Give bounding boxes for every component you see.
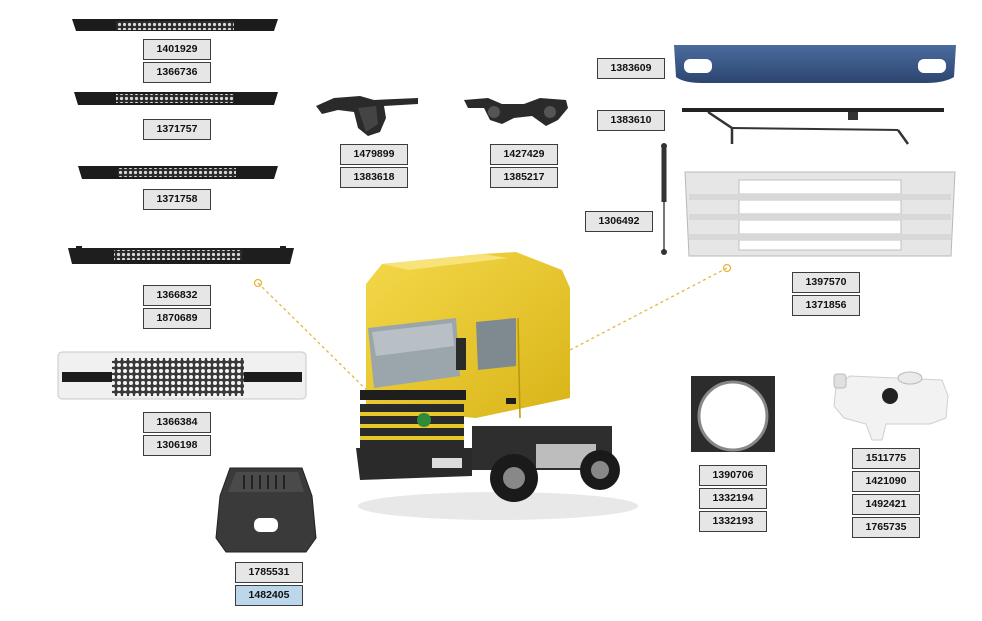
part-number: 1332194	[699, 488, 767, 509]
grille-strip-image	[78, 166, 278, 179]
part-number: 1383609	[597, 58, 665, 79]
hinge-bar-image	[682, 108, 944, 145]
part-number: 1371856	[792, 295, 860, 316]
part-number: 1332193	[699, 511, 767, 532]
part-number: 1765735	[852, 517, 920, 538]
part-number: 1306198	[143, 435, 211, 456]
part-codes: 1306492	[585, 211, 653, 232]
part-codes: 1401929 1366736	[143, 39, 211, 83]
part-number: 1397570	[792, 272, 860, 293]
part-codes: 1511775 1421090 1492421 1765735	[852, 448, 920, 538]
grille-strip-image	[72, 19, 278, 31]
gas-spring-image	[661, 143, 667, 255]
part-codes: 1427429 1385217	[490, 144, 558, 188]
part-number: 1870689	[143, 308, 211, 329]
part-number: 1366736	[143, 62, 211, 83]
grille-strip-image	[74, 92, 278, 105]
part-number: 1785531	[235, 562, 303, 583]
part-codes: 1366384 1306198	[143, 412, 211, 456]
bumper-grille-image	[57, 351, 307, 400]
sun-visor-image	[674, 45, 956, 83]
part-number: 1385217	[490, 167, 558, 188]
part-codes: 1390706 1332194 1332193	[699, 465, 767, 532]
headlamp-bracket-image	[464, 98, 568, 126]
part-codes: 1397570 1371856	[792, 272, 860, 316]
part-number: 1306492	[585, 211, 653, 232]
part-number: 1383618	[340, 167, 408, 188]
part-number: 1421090	[852, 471, 920, 492]
part-number: 1366384	[143, 412, 211, 433]
step-cover-image	[215, 467, 317, 553]
part-codes: 1479899 1383618	[340, 144, 408, 188]
part-number: 1492421	[852, 494, 920, 515]
part-number: 1482405	[235, 585, 303, 606]
part-codes: 1366832 1870689	[143, 285, 211, 329]
part-codes: 1371758	[143, 189, 211, 210]
part-codes: 1383610	[597, 110, 665, 131]
expansion-tank-image	[833, 371, 949, 441]
fan-shroud-image	[691, 376, 775, 452]
part-number: 1511775	[852, 448, 920, 469]
headlamp-bracket-image	[316, 96, 418, 136]
part-number: 1366832	[143, 285, 211, 306]
part-number: 1427429	[490, 144, 558, 165]
front-grille-image	[684, 171, 956, 257]
part-number: 1401929	[143, 39, 211, 60]
part-codes: 1785531 1482405	[235, 562, 303, 606]
part-number: 1371757	[143, 119, 211, 140]
lower-grille-panel-image	[68, 246, 294, 264]
part-number: 1390706	[699, 465, 767, 486]
part-number: 1371758	[143, 189, 211, 210]
part-codes: 1371757	[143, 119, 211, 140]
part-number: 1479899	[340, 144, 408, 165]
part-number: 1383610	[597, 110, 665, 131]
part-codes: 1383609	[597, 58, 665, 79]
truck-image	[356, 252, 638, 520]
